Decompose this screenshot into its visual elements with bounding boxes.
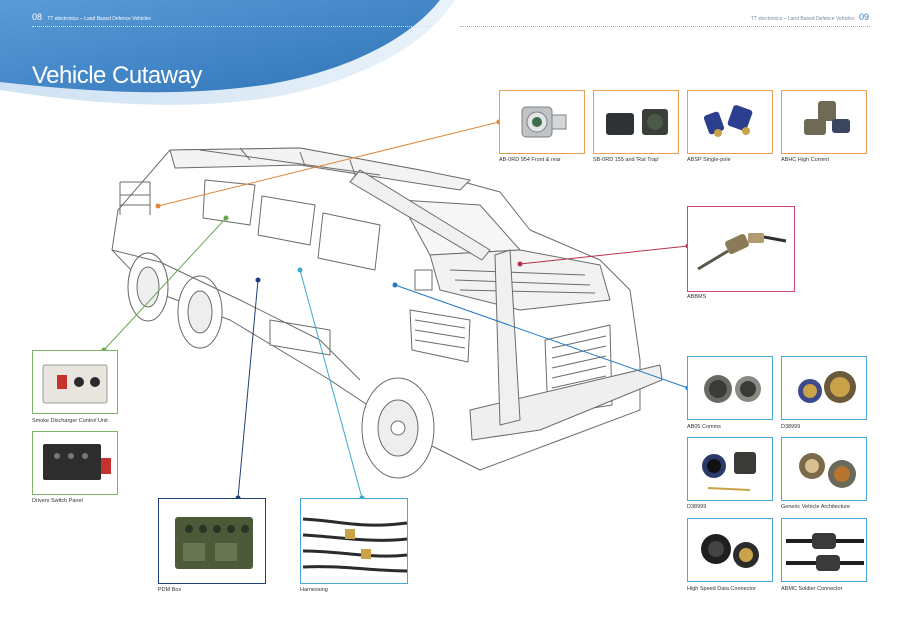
product-abmc-soldier bbox=[781, 518, 867, 582]
caption-high-speed-data: High Speed Data Connector bbox=[687, 586, 756, 592]
d38999-connector-icon bbox=[798, 371, 856, 403]
caption-absp: ABSP Single-pole bbox=[687, 157, 731, 163]
page-number-right: 09 bbox=[858, 12, 869, 22]
caption-ab05-comms: AB05 Comms bbox=[687, 424, 721, 430]
caption-ab-0rd-954: AB-0RD 954 Front & rear bbox=[499, 157, 561, 163]
header-left-text: TT electronics – Land Based Defence Vehi… bbox=[47, 16, 151, 22]
product-d38999-b bbox=[687, 437, 773, 501]
product-generic-vehicle-architecture bbox=[781, 437, 867, 501]
header-right: TT electronics – Land Based Defence Vehi… bbox=[751, 12, 869, 22]
caption-smoke-discharger: Smoke Discharger Control Unit bbox=[32, 418, 108, 424]
page-title: Vehicle Cutaway bbox=[32, 62, 202, 89]
abmc-soldier-connector-icon bbox=[786, 533, 864, 571]
product-smoke-discharger bbox=[32, 350, 118, 414]
caption-abhc: ABHC High Current bbox=[781, 157, 829, 163]
page-number-left: 08 bbox=[32, 12, 43, 22]
product-pdm-box bbox=[158, 498, 266, 584]
abbms-connector-icon bbox=[697, 233, 787, 271]
dotted-rule-left bbox=[32, 26, 432, 27]
caption-abbms: ABBMS bbox=[687, 294, 707, 300]
ab05-comms-icon bbox=[704, 375, 761, 403]
caption-generic-vehicle-architecture: Generic Vehicle Architecture bbox=[781, 504, 851, 510]
caption-harnessing: Harnessing bbox=[300, 587, 328, 593]
abhc-connector-icon bbox=[804, 101, 850, 135]
drivers-switch-panel-icon bbox=[43, 444, 111, 480]
absp-connector-icon bbox=[703, 105, 753, 137]
caption-abmc-soldier: ABMC Soldier Connector bbox=[781, 586, 843, 592]
smoke-discharger-icon bbox=[42, 364, 108, 404]
harnessing-icon bbox=[302, 517, 408, 573]
product-sb-0rd-155 bbox=[593, 90, 679, 154]
caption-pdm-box: PDM Box bbox=[158, 587, 182, 593]
header-right-text: TT electronics – Land Based Defence Vehi… bbox=[751, 16, 855, 22]
pdm-box-icon bbox=[175, 517, 253, 569]
product-abbms bbox=[687, 206, 795, 292]
caption-d38999-b: D38999 bbox=[687, 504, 707, 510]
header-left: 08 TT electronics – Land Based Defence V… bbox=[32, 12, 151, 22]
product-high-speed-data bbox=[687, 518, 773, 582]
product-ab-0rd-954 bbox=[499, 90, 585, 154]
caption-drivers-switch-panel: Drivers Switch Panel bbox=[32, 498, 83, 504]
product-ab05-comms bbox=[687, 356, 773, 420]
sb-0rd-155-connector-icon bbox=[606, 109, 668, 135]
product-d38999-a bbox=[781, 356, 867, 420]
caption-d38999-a: D38999 bbox=[781, 424, 801, 430]
generic-architecture-connector-icon bbox=[799, 453, 856, 488]
d38999-pins-icon bbox=[702, 452, 756, 491]
product-harnessing bbox=[300, 498, 408, 584]
product-abhc bbox=[781, 90, 867, 154]
high-speed-data-connector-icon bbox=[701, 534, 759, 568]
ab-0rd-954-connector-icon bbox=[521, 106, 567, 138]
product-absp bbox=[687, 90, 773, 154]
product-drivers-switch-panel bbox=[32, 431, 118, 495]
dotted-rule-right bbox=[460, 26, 870, 27]
caption-sb-0rd-155: SB-0RD 155 and 'Rat Trap' bbox=[593, 157, 660, 163]
